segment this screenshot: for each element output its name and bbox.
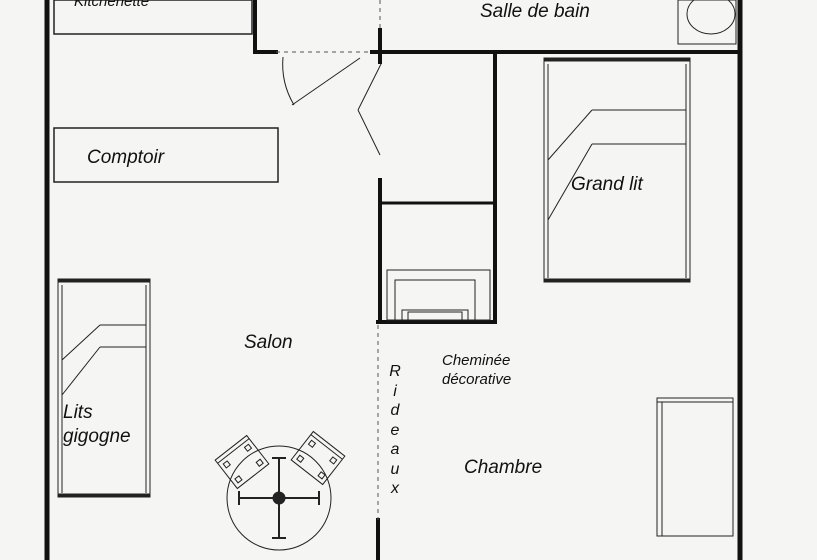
cheminee [386, 269, 491, 321]
rideaux-letter: u [390, 460, 400, 478]
doors [282, 56, 382, 156]
lits-gigogne-bed [57, 278, 151, 498]
bathroom-fixture [677, 0, 737, 45]
label-grand-lit: Grand lit [571, 174, 643, 195]
rideaux-letter: R [389, 363, 401, 380]
label-salle-de-bain: Salle de bain [480, 1, 590, 22]
rideaux-letter: i [393, 382, 397, 400]
rideaux-letter: d [390, 402, 400, 419]
rideaux-letter: a [390, 441, 400, 458]
walls [44, 0, 743, 560]
dashed-openings [276, 0, 381, 520]
rideaux-letter: e [390, 421, 400, 439]
rideaux-letter: x [391, 480, 399, 497]
label-comptoir: Comptoir [87, 147, 165, 168]
comptoir-counter [53, 127, 279, 183]
label-cheminee-line1: Cheminée [442, 352, 511, 369]
armoire [656, 397, 734, 537]
label-kitchenette: Kitchenette [74, 0, 150, 10]
label-lits-gigogne-line2: gigogne [63, 425, 131, 447]
label-chambre: Chambre [464, 457, 543, 478]
label-lits-gigogne-line1: Lits [63, 402, 93, 423]
label-lits-gigogne: Lits gigogne [63, 401, 131, 449]
label-cheminee: Cheminée décorative [442, 352, 511, 390]
round-table [214, 430, 346, 551]
label-cheminee-line2: décorative [442, 370, 512, 388]
kitchenette-counter [53, 0, 253, 35]
label-salon: Salon [244, 332, 293, 353]
grand-lit-bed [543, 57, 691, 283]
